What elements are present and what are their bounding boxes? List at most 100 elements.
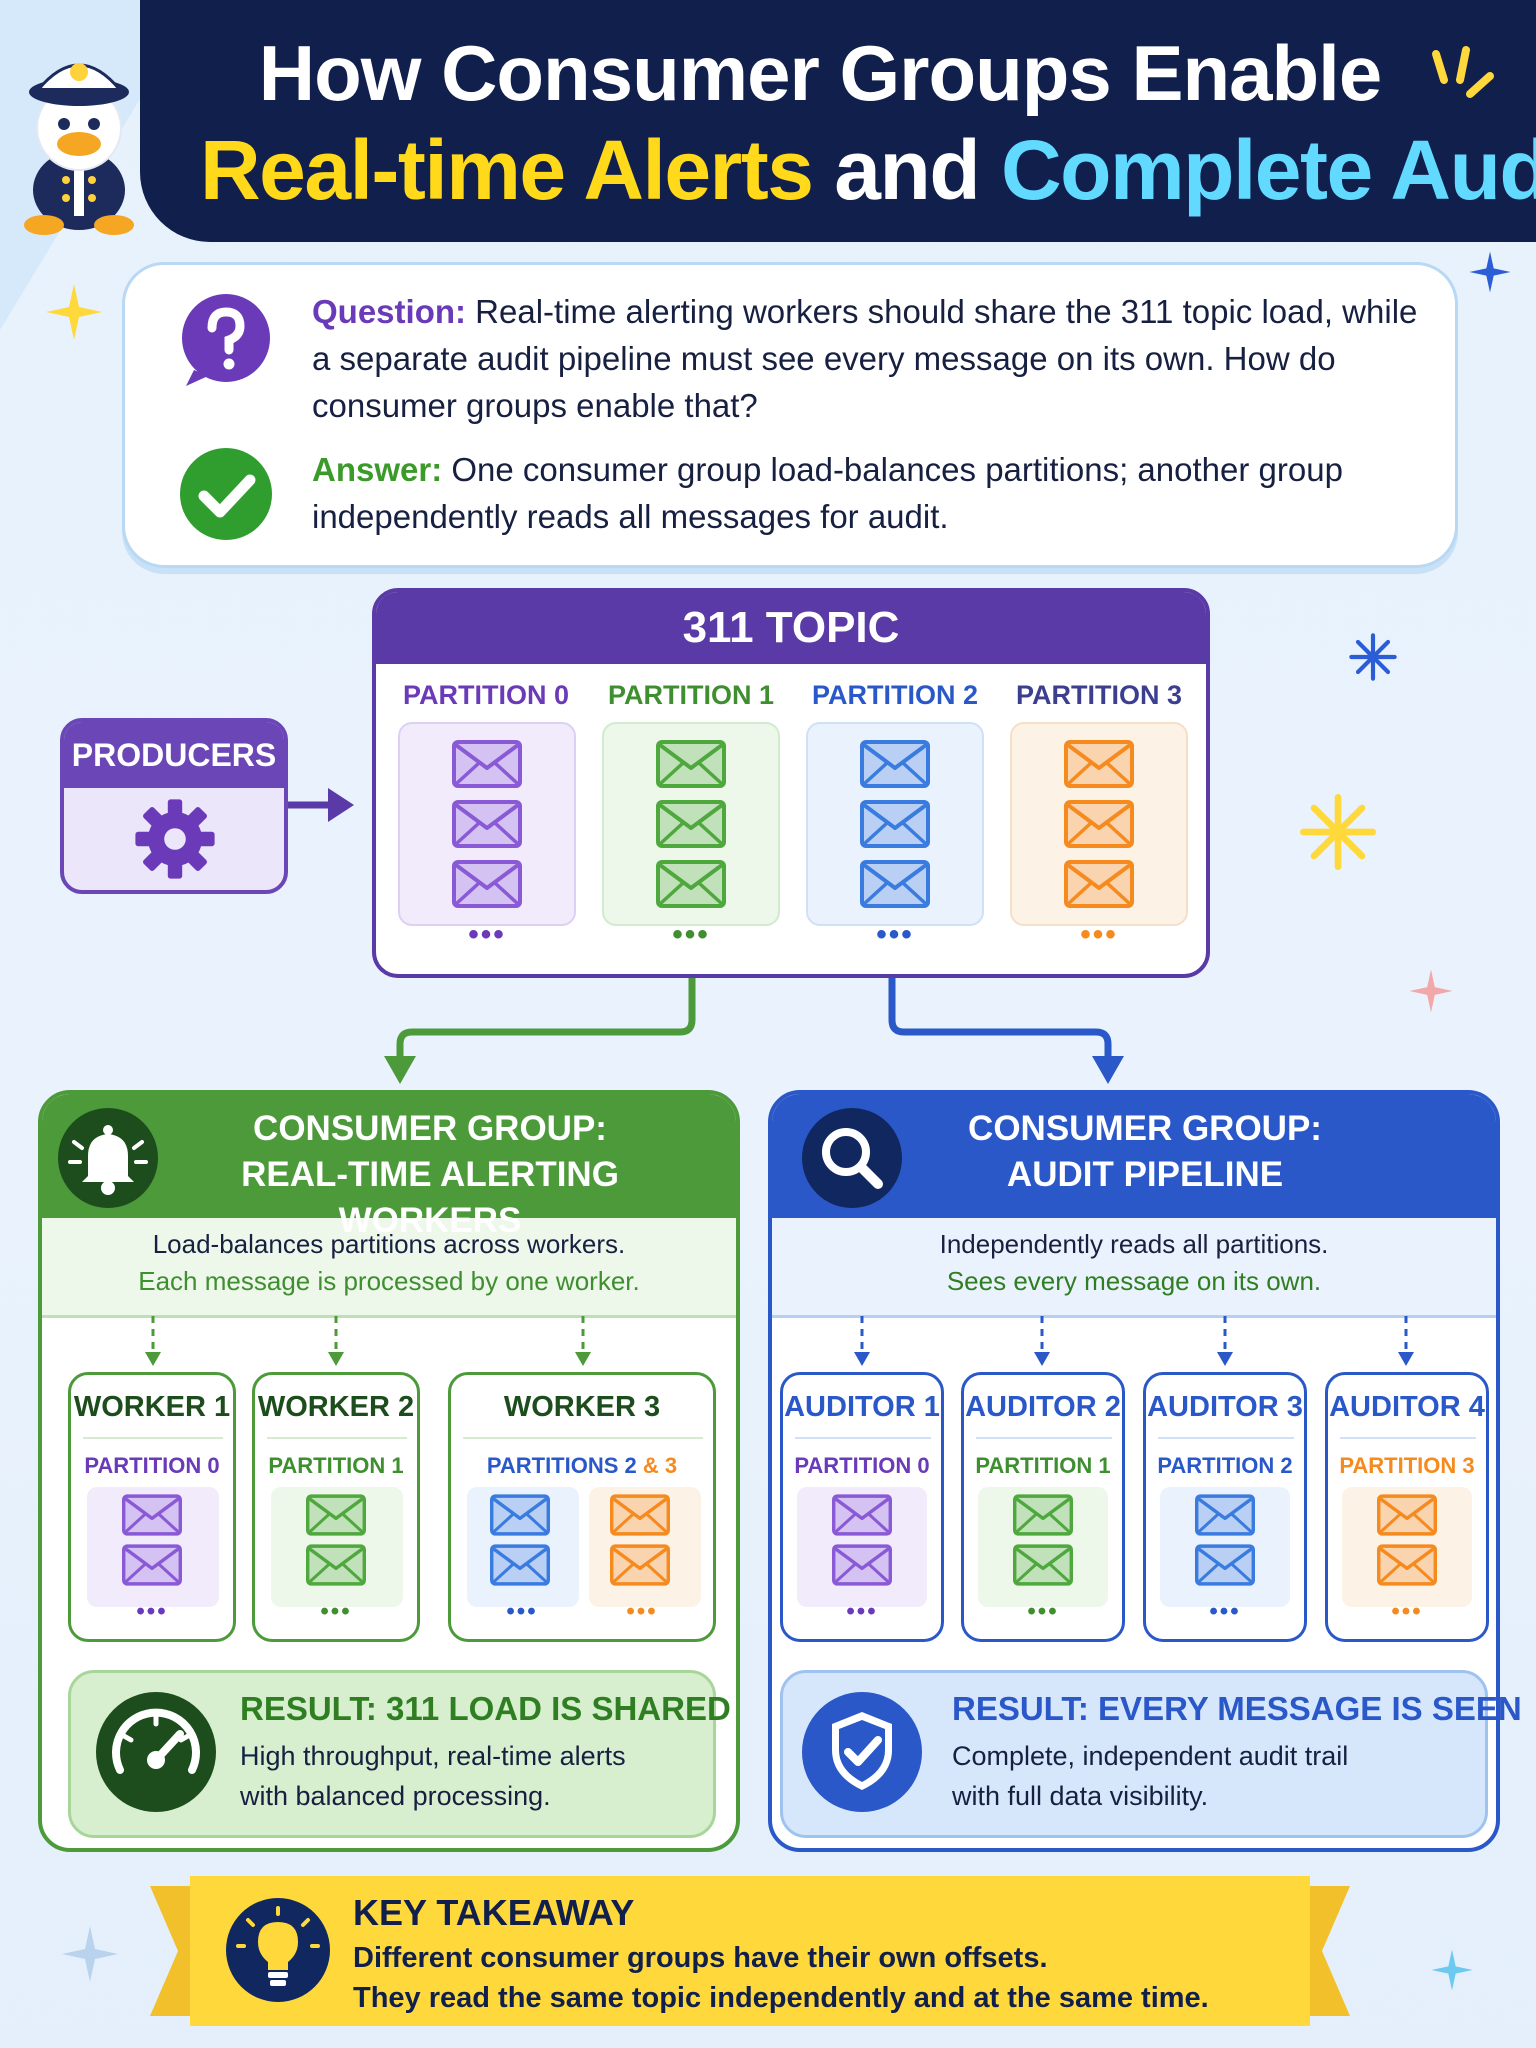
auditor-3-partition: PARTITION 2 [1157, 1453, 1293, 1478]
question-label: Question: [312, 293, 466, 330]
gauge-icon [96, 1692, 216, 1812]
envelope-icon [656, 860, 726, 908]
envelope-icon [1377, 1544, 1437, 1586]
envelope-icon [1377, 1494, 1437, 1536]
partition-0-label: PARTITION 0 [402, 680, 569, 710]
question-answer-card [122, 262, 1458, 568]
producers-label: PRODUCERS [64, 722, 284, 788]
envelope-icon [610, 1494, 670, 1536]
envelope-icon [1013, 1494, 1073, 1536]
takeaway-text: Different consumer groups have their own… [353, 1938, 1209, 2018]
sparkle-icon [1300, 794, 1376, 870]
divider [1340, 1437, 1476, 1439]
auditor-4-partition: PARTITION 3 [1339, 1453, 1475, 1478]
partition-2-more: ••• [876, 918, 914, 951]
sparkle-icon [1409, 969, 1453, 1013]
envelope-icon [1195, 1494, 1255, 1536]
alerting-group-description [42, 1218, 736, 1318]
envelope-icon [490, 1494, 550, 1536]
sparkle-icon [62, 1926, 118, 1982]
worker-1-partition: PARTITION 0 [84, 1453, 220, 1478]
question-text: Question: Real-time alerting workers sho… [312, 288, 1432, 429]
envelope-icon [490, 1544, 550, 1586]
answer-text: Answer: One consumer group load-balances… [312, 446, 1432, 540]
audit-result-title: RESULT: EVERY MESSAGE IS SEEN [952, 1690, 1522, 1727]
alerting-group-desc: Load-balances partitions across workers.… [38, 1226, 740, 1300]
partition-3-label: PARTITION 3 [1015, 680, 1182, 710]
audit-result-line2: with full data visibility. [952, 1781, 1209, 1811]
auditor-4-title: AUDITOR 4 [1329, 1391, 1485, 1423]
envelope-icon [1064, 740, 1134, 788]
title-real-time-alerts: Real-time Alerts [200, 123, 814, 217]
envelope-icon [452, 740, 522, 788]
audit-dashed-arrows [854, 1316, 1414, 1366]
header-banner [140, 0, 1536, 242]
gear-icon [135, 799, 215, 879]
auditor-1-partition: PARTITION 0 [794, 1453, 930, 1478]
sparkle-icon [1349, 633, 1397, 681]
partition-0-more: ••• [468, 918, 506, 951]
envelope-icon [832, 1544, 892, 1586]
bell-icon [58, 1108, 158, 1208]
page-title-line1: How Consumer Groups Enable [258, 29, 1382, 117]
auditor-4-more: ••• [1391, 1598, 1423, 1625]
partition-2-label: PARTITION 2 [811, 680, 978, 710]
sparkle-icon [1432, 46, 1494, 98]
alerting-desc-line1: Load-balances partitions across workers. [152, 1229, 626, 1259]
divider [795, 1437, 931, 1439]
envelope-icon [860, 800, 930, 848]
divider [463, 1437, 703, 1439]
auditor-1-title: AUDITOR 1 [784, 1391, 940, 1423]
divider [267, 1437, 407, 1439]
envelope-icon [1013, 1544, 1073, 1586]
answer-label: Answer: [312, 451, 443, 488]
question-icon [182, 294, 270, 386]
takeaway-line2: They read the same topic independently a… [353, 1982, 1209, 2014]
divider [1158, 1437, 1294, 1439]
envelope-icon [832, 1494, 892, 1536]
worker-3-more-a: ••• [506, 1598, 538, 1625]
envelope-icon [656, 800, 726, 848]
audit-group-title-line1: CONSUMER GROUP: [968, 1109, 1322, 1148]
worker-1-title: WORKER 1 [73, 1391, 231, 1423]
producer-arrow [288, 788, 354, 822]
lightbulb-icon [226, 1898, 330, 2002]
takeaway-line1: Different consumer groups have their own… [353, 1942, 1048, 1974]
worker-2-title: WORKER 2 [257, 1391, 415, 1423]
magnifier-icon [802, 1108, 902, 1208]
alerting-desc-line2: Each message is processed by one worker. [138, 1266, 640, 1296]
auditor-2-partition: PARTITION 1 [975, 1453, 1111, 1478]
envelope-icon [122, 1494, 182, 1536]
question-body: Real-time alerting workers should share … [312, 293, 1418, 424]
worker-3-partition-a: 2 [624, 1453, 637, 1478]
divider [83, 1437, 223, 1439]
sparkle-icon [1431, 1949, 1473, 1991]
worker-2-card: WORKER 2 PARTITION 1 [252, 1372, 420, 1642]
answer-body: One consumer group load-balances partiti… [312, 451, 1343, 535]
alerting-group-title: CONSUMER GROUP: REAL-TIME ALERTING WORKE… [160, 1106, 700, 1244]
alerting-group-title-line2: REAL-TIME ALERTING WORKERS [241, 1155, 619, 1240]
envelope-icon [122, 1544, 182, 1586]
topic-title: 311 TOPIC [376, 592, 1206, 664]
audit-desc-line2: Sees every message on its own. [946, 1266, 1322, 1296]
takeaway-title: KEY TAKEAWAY [353, 1892, 635, 1933]
worker-3-title: WORKER 3 [503, 1391, 661, 1423]
auditor-3-more: ••• [1209, 1598, 1241, 1625]
title-and: and [834, 123, 980, 217]
worker-3-amp: & [642, 1453, 659, 1478]
envelope-icon [860, 740, 930, 788]
alerting-result-line1: High throughput, real-time alerts [240, 1741, 626, 1771]
worker-3-partitions: PARTITIONS 2 & 3 [451, 1453, 713, 1479]
partition-3-more: ••• [1080, 918, 1118, 951]
alerting-dashed-arrows [145, 1316, 591, 1366]
partition-1-label: PARTITION 1 [607, 680, 774, 710]
worker-3-partition-b: 3 [664, 1453, 678, 1478]
auditor-2-title: AUDITOR 2 [965, 1391, 1121, 1423]
alerting-result-title: RESULT: 311 LOAD IS SHARED [240, 1690, 731, 1727]
audit-group-description [772, 1218, 1496, 1318]
envelope-icon [1064, 860, 1134, 908]
group-connectors [384, 978, 1124, 1084]
takeaway-ribbon [150, 1876, 1350, 2026]
envelope-icon [610, 1544, 670, 1586]
envelope-icon [306, 1494, 366, 1536]
